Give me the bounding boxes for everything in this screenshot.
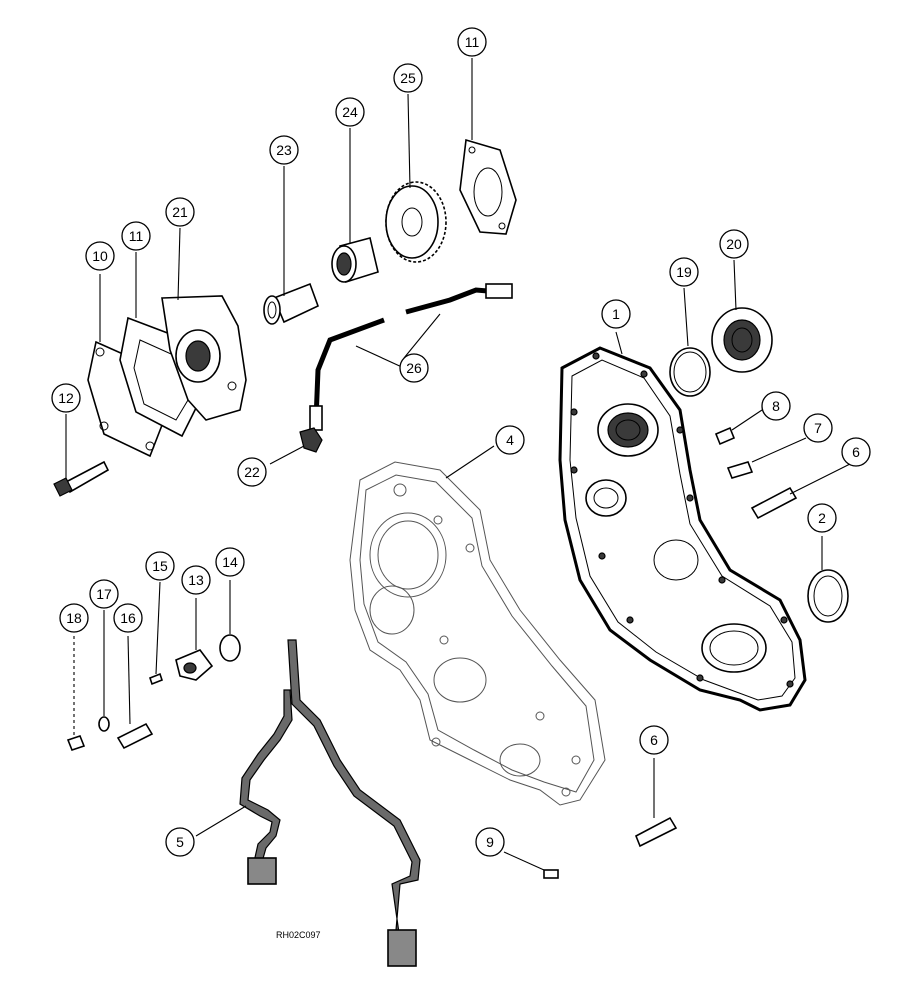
seal-part: [711, 307, 773, 373]
bearing-part: [331, 237, 379, 284]
svg-text:17: 17: [96, 586, 112, 602]
screw-15-part: [149, 672, 163, 686]
svg-text:24: 24: [342, 104, 358, 120]
callout-4: 4: [495, 425, 525, 455]
svg-text:4: 4: [506, 432, 514, 448]
callout-26: 26: [399, 353, 429, 383]
callout-21: 21: [165, 197, 195, 227]
elbow-13-part: [175, 649, 214, 681]
callout-8: 8: [761, 391, 791, 421]
screw-7-part: [726, 461, 754, 479]
svg-text:18: 18: [66, 610, 82, 626]
callout-22: 22: [237, 457, 267, 487]
callout-5: 5: [165, 827, 195, 857]
callout-6-upper: 6: [841, 437, 871, 467]
svg-text:1: 1: [612, 306, 620, 322]
bolt-6-upper-part: [750, 486, 798, 520]
callout-15: 15: [145, 551, 175, 581]
callout-9: 9: [475, 827, 505, 857]
svg-text:5: 5: [176, 834, 184, 850]
callout-2: 2: [807, 503, 837, 533]
svg-text:23: 23: [276, 142, 292, 158]
callout-7: 7: [803, 413, 833, 443]
callout-16: 16: [113, 603, 143, 633]
svg-text:15: 15: [152, 558, 168, 574]
leader-lines: [65, 58, 855, 871]
bolt-part: [53, 460, 110, 497]
gear-housing-part: [349, 461, 606, 806]
washer-17-part: [98, 716, 110, 732]
plug-16-part: [116, 722, 154, 750]
callout-12: 12: [51, 383, 81, 413]
svg-text:26: 26: [406, 360, 422, 376]
callout-23: 23: [269, 135, 299, 165]
callout-25: 25: [393, 63, 423, 93]
svg-text:6: 6: [852, 444, 860, 460]
seal-2-part: [807, 569, 849, 623]
gear-part: [385, 181, 447, 263]
svg-text:11: 11: [465, 34, 480, 50]
housing-part: [161, 295, 247, 421]
callout-17: 17: [89, 579, 119, 609]
callout-19: 19: [669, 257, 699, 287]
callout-1: 1: [601, 299, 631, 329]
svg-text:25: 25: [400, 70, 416, 86]
o-ring-part: [669, 347, 711, 397]
svg-text:21: 21: [172, 204, 188, 220]
callout-11-top: 11: [457, 27, 487, 57]
callout-20: 20: [719, 229, 749, 259]
callout-18: 18: [59, 603, 89, 633]
svg-text:9: 9: [486, 834, 494, 850]
callout-13: 13: [181, 565, 211, 595]
svg-text:14: 14: [222, 554, 238, 570]
svg-text:7: 7: [814, 420, 822, 436]
screw-8-part: [714, 426, 736, 446]
bushing-part: [263, 282, 320, 325]
gasket-part: [239, 639, 421, 967]
svg-text:20: 20: [726, 236, 742, 252]
pin-9-part: [543, 869, 559, 879]
svg-text:19: 19: [676, 264, 692, 280]
svg-text:11: 11: [129, 228, 144, 244]
callout-24: 24: [335, 97, 365, 127]
svg-text:8: 8: [772, 398, 780, 414]
svg-text:2: 2: [818, 510, 826, 526]
callout-6-lower: 6: [639, 725, 669, 755]
callout-11-left: 11: [121, 221, 151, 251]
gasket-upper-part: [459, 138, 517, 235]
svg-text:12: 12: [58, 390, 74, 406]
callout-14: 14: [215, 547, 245, 577]
front-cover-part: [558, 346, 807, 712]
figure-code: RH02C097: [276, 930, 321, 940]
svg-text:22: 22: [244, 464, 260, 480]
svg-text:16: 16: [120, 610, 136, 626]
bolt-6-lower-part: [634, 816, 678, 848]
fitting-part: [299, 427, 323, 453]
callout-10: 10: [85, 241, 115, 271]
nut-18-part: [66, 735, 86, 751]
svg-text:6: 6: [650, 732, 658, 748]
oil-tube-part: [309, 283, 513, 431]
o-ring-14-part: [219, 634, 241, 662]
svg-text:13: 13: [188, 572, 204, 588]
svg-text:10: 10: [92, 248, 108, 264]
